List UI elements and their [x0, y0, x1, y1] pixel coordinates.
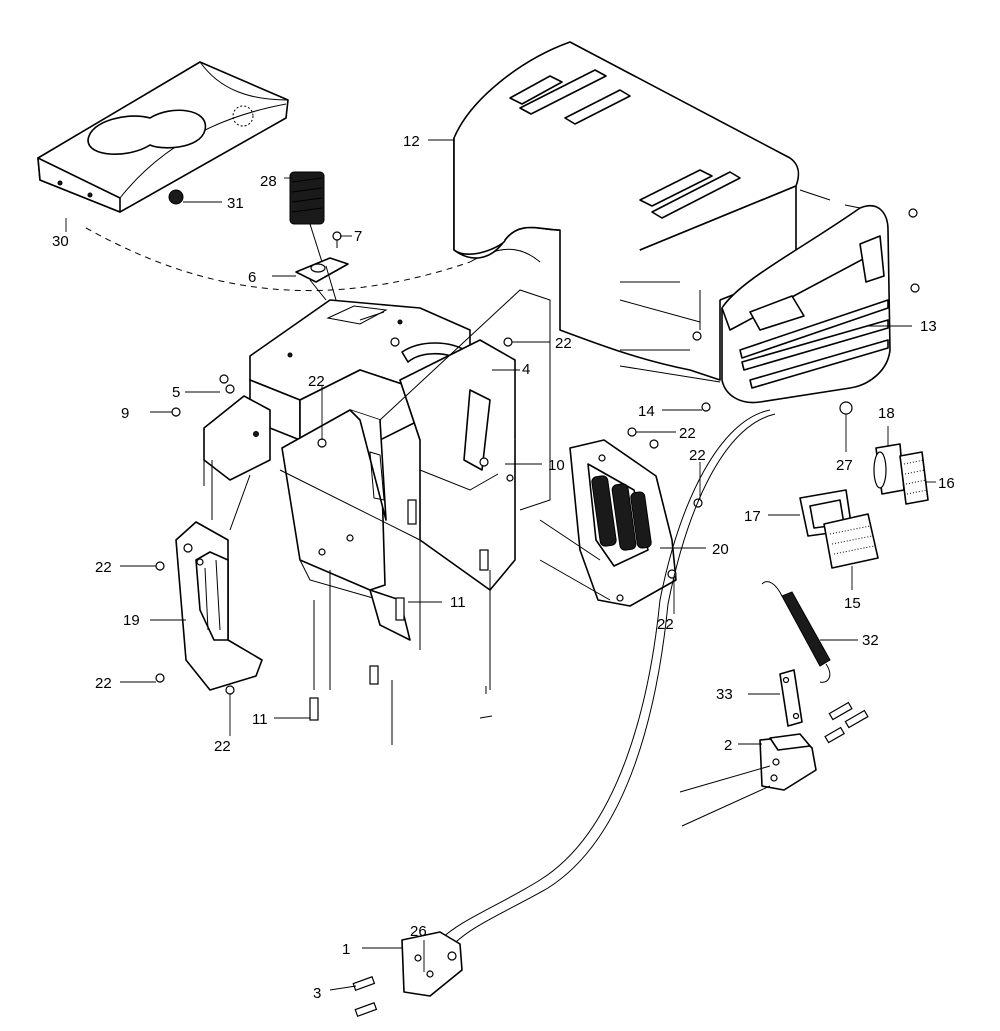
callout-31: 31	[227, 195, 244, 212]
callout-16: 16	[938, 475, 955, 492]
callout-22g: 22	[214, 738, 231, 755]
part-33-link	[748, 669, 803, 727]
callout-11b: 11	[252, 711, 268, 728]
callout-32: 32	[862, 632, 879, 649]
callout-9: 9	[121, 405, 129, 422]
part-5-screws	[185, 374, 235, 394]
part-9-screw	[171, 407, 181, 417]
callout-4: 4	[522, 361, 530, 378]
part-27-clip	[839, 401, 853, 452]
part-18-socket	[873, 426, 905, 495]
control-cable	[439, 409, 776, 947]
callout-22c: 22	[679, 425, 696, 442]
callout-1: 1	[342, 941, 350, 958]
part-12-hood	[428, 41, 800, 381]
callout-14: 14	[638, 403, 655, 420]
callout-7: 7	[354, 228, 362, 245]
part-30-cover	[37, 61, 541, 292]
callout-22f: 22	[95, 675, 112, 692]
part-9-side-panel	[203, 395, 271, 486]
callout-17: 17	[744, 508, 761, 525]
part-3-screws	[329, 976, 378, 1018]
alignment-lines	[211, 289, 721, 719]
callout-22b: 22	[308, 373, 325, 390]
part-11-bolts	[274, 499, 491, 745]
part-14-screw	[662, 402, 711, 412]
callout-27: 27	[836, 457, 853, 474]
dash-lower-panel	[281, 409, 411, 641]
callout-11a: 11	[450, 594, 466, 611]
part-13-grille	[692, 189, 920, 404]
part-31-knob	[168, 189, 222, 205]
callout-15: 15	[844, 595, 861, 612]
part-16-lens	[899, 451, 936, 505]
callout-33: 33	[716, 686, 733, 703]
part-32-spring	[761, 581, 858, 683]
callout-13: 13	[920, 318, 937, 335]
part-1-bracket	[362, 931, 463, 997]
callout-3: 3	[313, 985, 321, 1002]
part-7-screw	[332, 231, 342, 248]
callout-22e: 22	[95, 559, 112, 576]
callout-28: 28	[260, 173, 277, 190]
callout-22a: 22	[555, 335, 572, 352]
callout-18: 18	[878, 405, 895, 422]
callout-5: 5	[172, 384, 180, 401]
part-6-bracket	[295, 257, 349, 301]
part-10-dash-panel	[249, 299, 542, 591]
callout-19: 19	[123, 612, 140, 629]
callout-6: 6	[248, 269, 256, 286]
part-20-bracket	[569, 439, 706, 607]
callout-22h: 22	[657, 616, 674, 633]
part-28-spring	[289, 171, 325, 263]
callout-26: 26	[410, 923, 427, 940]
callout-20: 20	[712, 541, 729, 558]
callout-22d: 22	[689, 447, 706, 464]
callout-leaders	[65, 177, 352, 413]
part-2-bracket	[679, 701, 869, 827]
part-15-lens	[823, 513, 879, 590]
callout-labels: 1 2 3 4 5 6 7 9 10 11 11 12 13 14 15 16 …	[52, 133, 955, 1002]
part-19-bracket	[150, 521, 263, 691]
callout-2: 2	[724, 737, 732, 754]
callout-12: 12	[403, 133, 420, 150]
callout-10: 10	[548, 457, 565, 474]
callout-30: 30	[52, 233, 69, 250]
